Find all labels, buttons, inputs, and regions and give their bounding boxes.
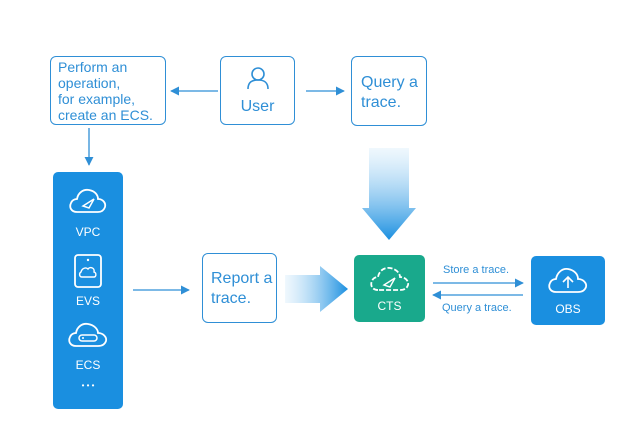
ecs-cloud-icon xyxy=(68,322,108,347)
user-label: User xyxy=(240,98,275,115)
more-services-ellipsis: • • • xyxy=(81,381,95,390)
cts-node: CTS xyxy=(354,255,425,322)
query-flow-arrow xyxy=(362,148,416,240)
vpc-cloud-icon xyxy=(69,188,107,213)
obs-node: OBS xyxy=(531,256,605,325)
user-node: User xyxy=(220,56,295,125)
cloud-services-panel: VPC EVS ECS • • • xyxy=(53,172,123,409)
perform-operation-node: Perform an operation, for example, creat… xyxy=(50,56,166,125)
query-trace-edge-label: Query a trace. xyxy=(442,302,512,314)
perform-operation-text: Perform an operation, for example, creat… xyxy=(58,59,153,123)
cts-label: CTS xyxy=(377,299,402,313)
obs-label: OBS xyxy=(555,302,581,316)
evs-label: EVS xyxy=(75,294,100,308)
query-trace-node: Query a trace. xyxy=(351,56,427,126)
cts-cloud-icon xyxy=(370,266,410,291)
ecs-label: ECS xyxy=(75,358,101,372)
report-flow-arrow xyxy=(285,266,348,312)
obs-upload-cloud-icon xyxy=(548,267,588,293)
evs-disk-icon xyxy=(74,254,102,288)
report-trace-node: Report a trace. xyxy=(202,253,277,323)
report-trace-text: Report a trace. xyxy=(211,270,273,307)
store-trace-label: Store a trace. xyxy=(443,264,510,276)
query-trace-text: Query a trace. xyxy=(361,74,418,111)
user-icon xyxy=(247,67,269,90)
vpc-label: VPC xyxy=(75,225,101,239)
